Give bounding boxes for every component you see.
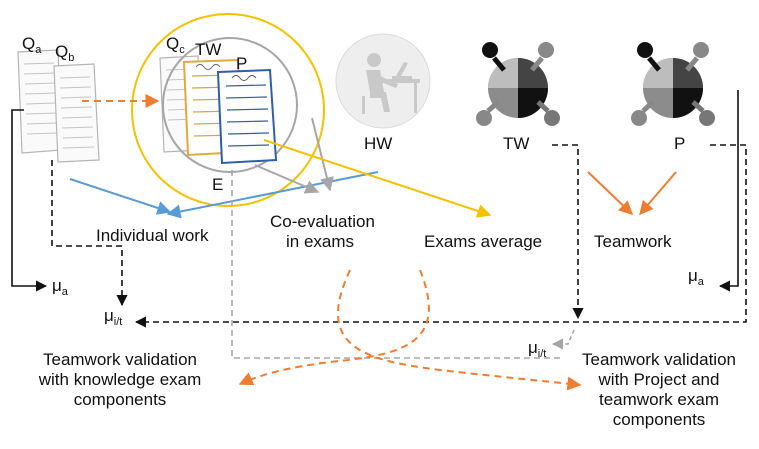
yellow-circle xyxy=(131,13,325,207)
arrow-p-to-mu-a-right xyxy=(718,90,739,292)
arrow-yellow-to-exams-average xyxy=(263,139,492,218)
teamwork-puzzle-icon xyxy=(476,42,560,126)
label-tw: TW xyxy=(503,134,530,153)
label-qb: Qb xyxy=(55,42,75,64)
label-doc-p: P xyxy=(236,54,248,73)
label-doc-tw: TW xyxy=(195,40,222,59)
homework-person-icon xyxy=(335,33,431,129)
project-puzzle-icon xyxy=(631,42,715,126)
label-exams-average: Exams average xyxy=(424,232,543,251)
arrow-gray-into-mu-it xyxy=(551,329,575,350)
label-hw: HW xyxy=(364,134,393,153)
label-co-evaluation: Co-evaluation in exams xyxy=(270,212,375,251)
orange-curve-to-knowledge-validation xyxy=(238,269,430,386)
document-p-icon xyxy=(216,68,278,165)
label-qa: Qa xyxy=(22,34,42,56)
arrow-tw-to-mu-it-right xyxy=(552,144,584,320)
arrow-magnifier-to-co-evaluation-2 xyxy=(311,117,334,192)
arrow-qb-to-mu-it xyxy=(51,160,128,307)
label-validation-project: Teamwork validation with Project and tea… xyxy=(581,350,736,429)
label-p: P xyxy=(674,134,686,153)
label-validation-knowledge: Teamwork validation with knowledge exam … xyxy=(38,350,202,409)
label-doc-e: E xyxy=(212,175,224,194)
arrow-tw-to-teamwork xyxy=(587,171,634,215)
arrow-e-to-mu-it-right xyxy=(231,170,560,359)
label-individual-work: Individual work xyxy=(96,226,209,245)
arrow-hw-to-individual-work xyxy=(166,171,379,219)
arrow-magnifier-to-co-evaluation-1 xyxy=(254,164,320,194)
label-mu-it-left: μi/t xyxy=(104,306,123,328)
label-mu-a-right: μa xyxy=(688,266,704,288)
label-mu-it-right: μi/t xyxy=(528,338,547,360)
document-qb-icon xyxy=(53,63,100,163)
arrow-p-to-mu-it-long xyxy=(134,144,747,328)
label-qc: Qc xyxy=(166,34,185,56)
arrow-p-to-teamwork xyxy=(639,171,677,216)
arrow-qa-to-mu-a xyxy=(11,109,48,292)
orange-curve-to-project-validation xyxy=(337,269,582,391)
label-teamwork: Teamwork xyxy=(594,232,672,251)
label-mu-a-left: μa xyxy=(52,276,68,298)
arrow-qa-to-individual-work xyxy=(69,178,172,215)
gray-magnifier-circle xyxy=(162,37,298,173)
